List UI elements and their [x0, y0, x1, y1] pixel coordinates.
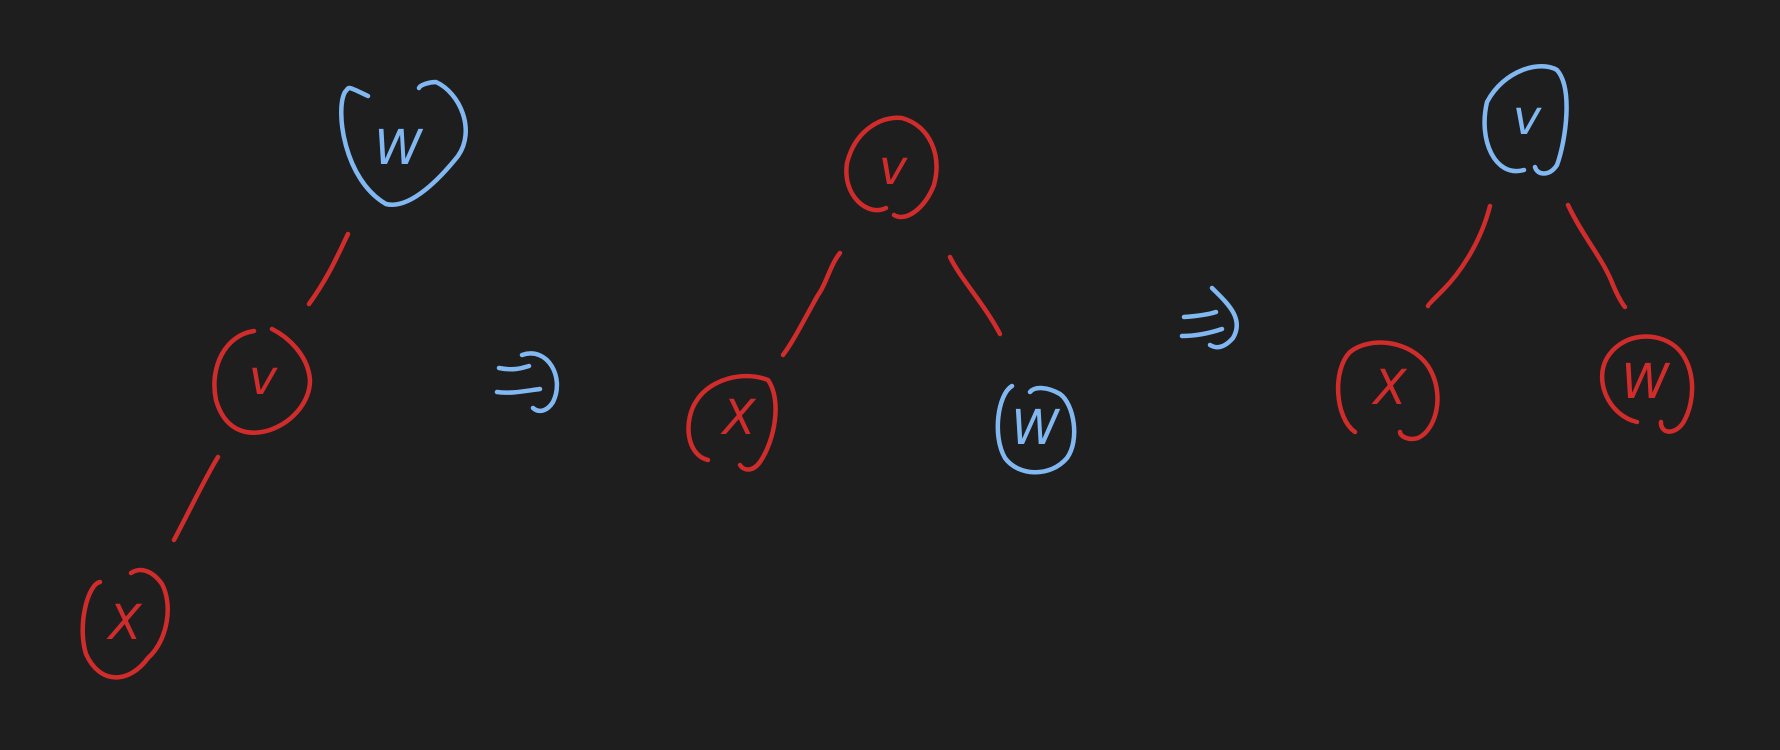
node-label: X — [720, 390, 757, 446]
node-label: v — [1513, 90, 1542, 146]
tree-middle: v X W — [686, 115, 1077, 475]
node-circle — [212, 326, 313, 435]
node-circle — [1482, 64, 1569, 176]
node-x: X — [1335, 340, 1440, 442]
node-circle — [1335, 340, 1440, 442]
node-label: W — [374, 120, 423, 176]
node-label: v — [879, 140, 908, 196]
node-circle — [844, 115, 939, 220]
node-circle — [686, 373, 778, 472]
node-x: X — [80, 567, 170, 680]
edge-v-w — [947, 254, 1003, 337]
edge-v-x — [171, 454, 221, 543]
node-label: W — [1621, 354, 1670, 410]
edge-v-x — [1425, 203, 1493, 309]
arrow-2: ⇒ — [1179, 285, 1240, 350]
arrow-1: ⇒ — [494, 351, 560, 414]
node-w: W — [995, 383, 1077, 475]
node-label: v — [249, 350, 278, 406]
node-label: X — [1371, 360, 1408, 416]
edge-v-w — [1565, 202, 1628, 310]
node-v: v — [1482, 64, 1569, 176]
arrow-stroke — [494, 351, 560, 414]
node-circle — [339, 79, 468, 207]
node-w: W — [1600, 334, 1695, 434]
arrow-stroke — [1179, 285, 1240, 350]
node-label: W — [1011, 400, 1060, 456]
edge-v-x — [780, 250, 843, 358]
node-v: v — [212, 326, 313, 435]
node-x: X — [686, 373, 778, 472]
node-circle — [1600, 334, 1695, 434]
node-circle — [995, 383, 1077, 475]
node-label: X — [106, 595, 143, 651]
tree-after: v X W — [1335, 64, 1695, 442]
edge-w-v — [306, 231, 351, 307]
node-v: v — [844, 115, 939, 220]
node-circle — [80, 567, 170, 680]
node-w: W — [339, 79, 468, 207]
tree-before: W v X — [80, 79, 468, 680]
